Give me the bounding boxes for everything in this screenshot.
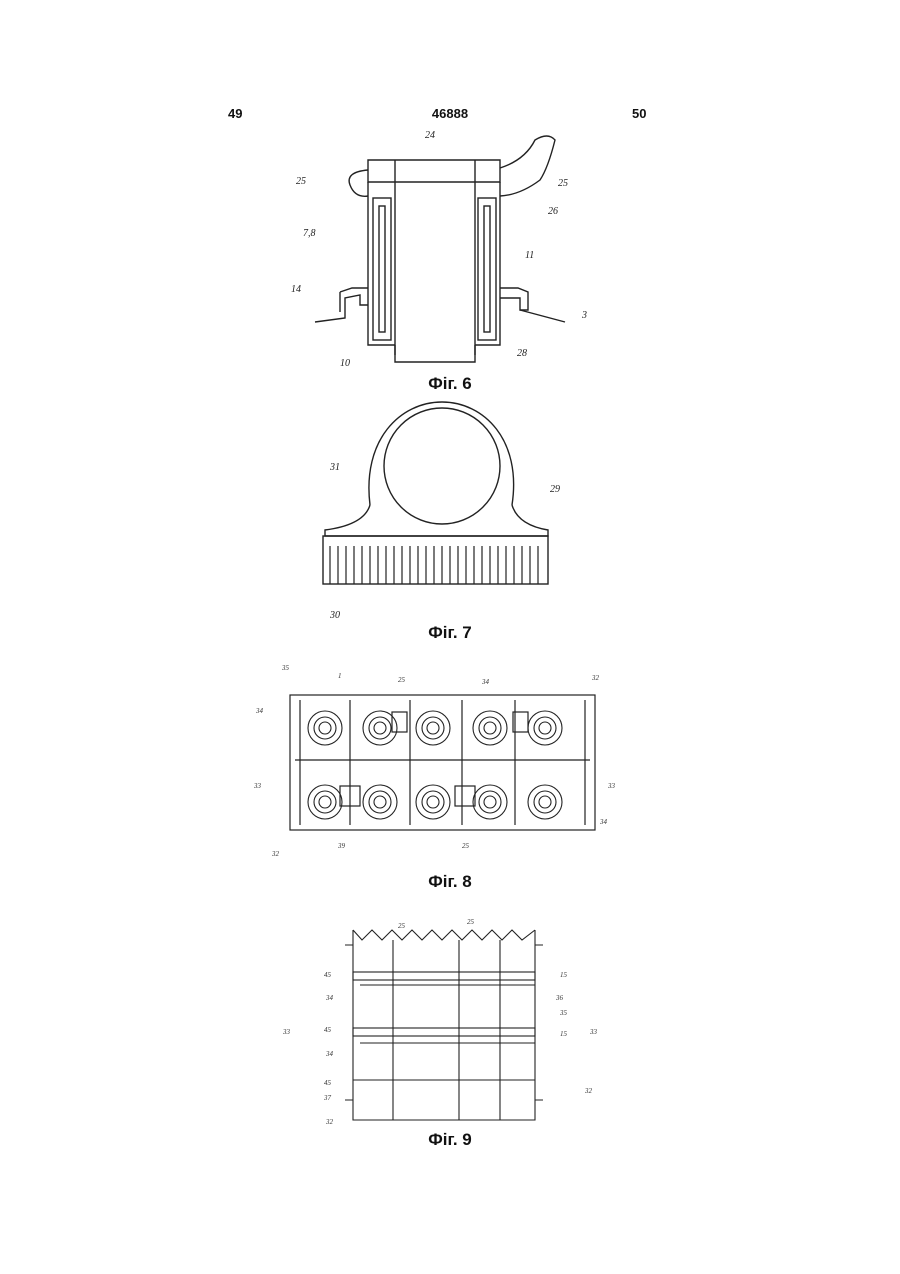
label-15-top: 15 <box>560 971 568 979</box>
label-45-mid: 45 <box>324 1026 332 1034</box>
label-35: 35 <box>559 1009 568 1017</box>
label-25-a: 25 <box>398 922 406 930</box>
label-34-a: 34 <box>325 994 334 1002</box>
label-33-right: 33 <box>589 1028 598 1036</box>
label-25-b: 25 <box>467 918 475 926</box>
label-33-left: 33 <box>282 1028 291 1036</box>
label-45-top: 45 <box>324 971 332 979</box>
label-32-right: 32 <box>584 1087 593 1095</box>
label-36: 36 <box>555 994 564 1002</box>
label-45-bottom: 45 <box>324 1079 332 1087</box>
caption-figure-9: Фіг. 9 <box>0 1130 900 1150</box>
label-34-b: 34 <box>325 1050 334 1058</box>
label-15-mid: 15 <box>560 1030 568 1038</box>
label-32-bottom: 32 <box>325 1118 334 1126</box>
figure-9-drawing: 25 25 45 15 34 36 35 45 15 33 33 34 45 3… <box>0 0 900 1135</box>
label-37: 37 <box>323 1094 332 1102</box>
